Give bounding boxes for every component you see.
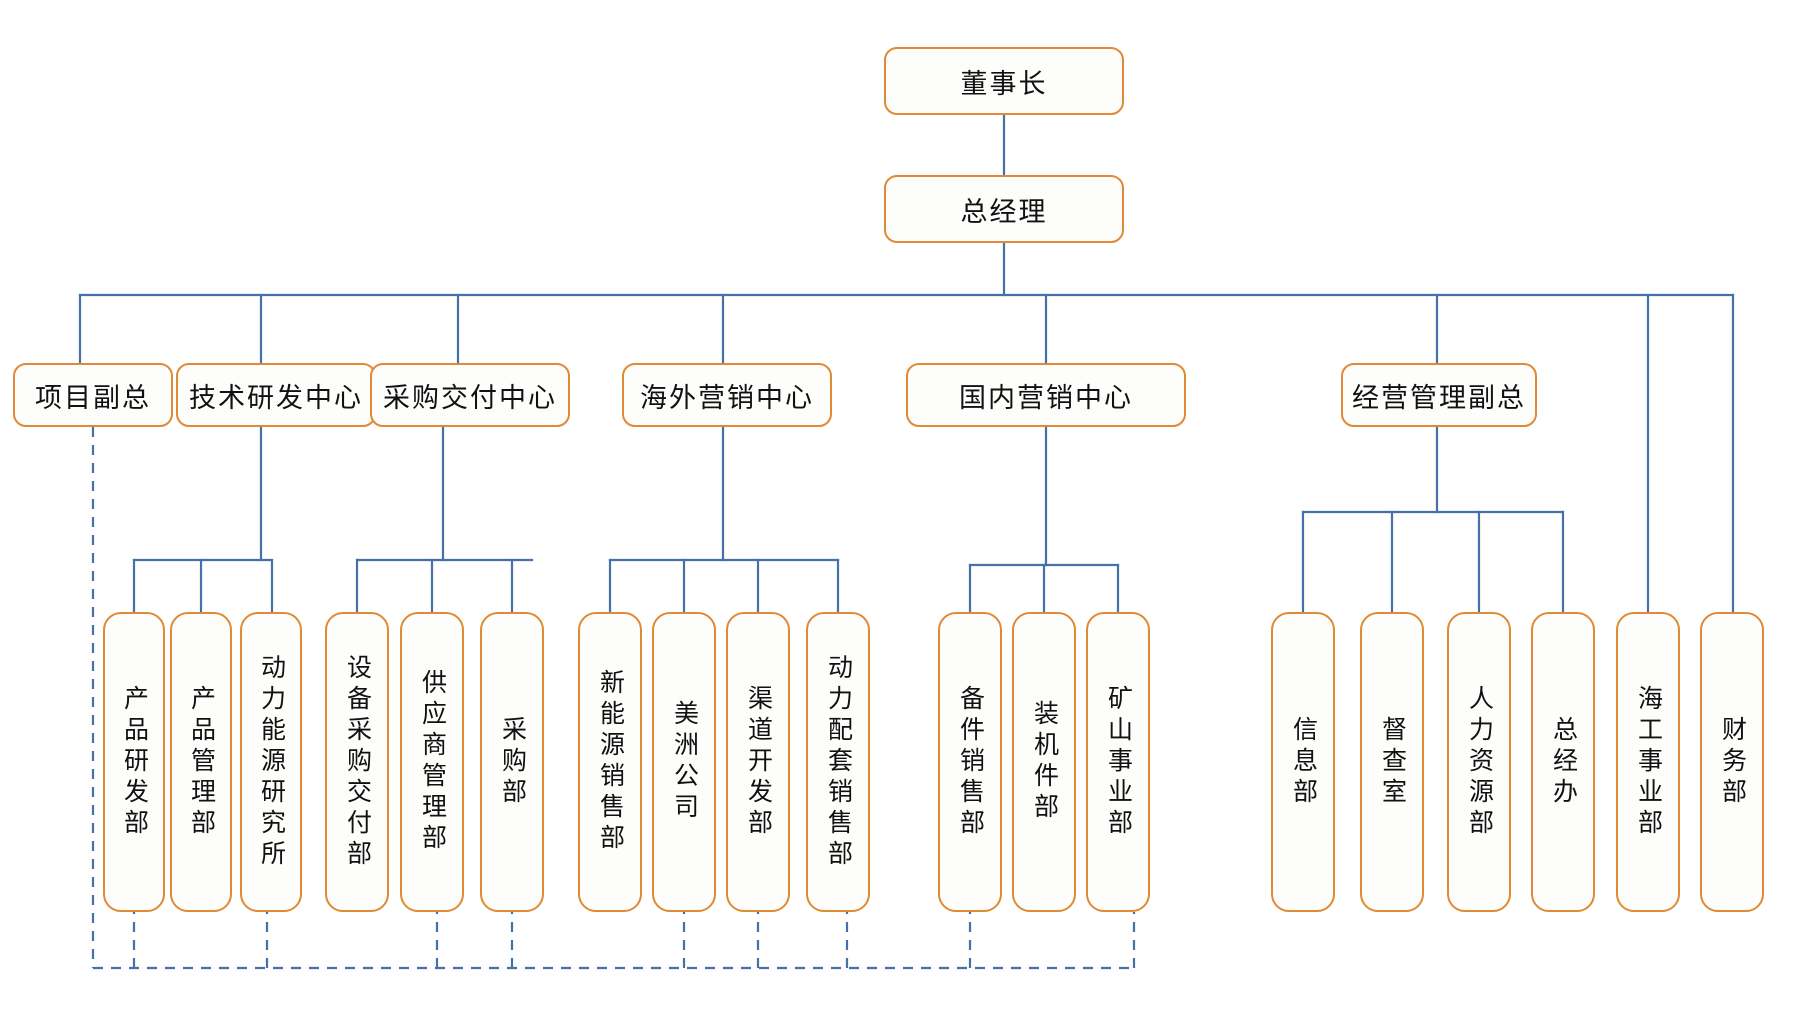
node-label: 采购交付中心 [383,382,557,413]
node-general-manager[interactable]: 总经理 [884,175,1124,243]
node-mining-division[interactable]: 矿山事业部 [1086,612,1150,912]
node-label: 产品管理部 [187,684,216,840]
node-supplier-management-dept[interactable]: 供应商管理部 [400,612,464,912]
node-label: 海工事业部 [1634,684,1663,840]
node-equipment-purchase-delivery-dept[interactable]: 设备采购交付部 [325,612,389,912]
node-label: 董事长 [960,68,1048,99]
node-label: 设备采购交付部 [343,653,372,871]
node-label: 产品研发部 [120,684,149,840]
node-new-energy-sales-dept[interactable]: 新能源销售部 [578,612,642,912]
node-project-vp[interactable]: 项目副总 [13,363,173,427]
node-label: 技术研发中心 [189,382,363,413]
node-product-rd-dept[interactable]: 产品研发部 [103,612,165,912]
node-rd-center[interactable]: 技术研发中心 [176,363,376,427]
node-human-resources-dept[interactable]: 人力资源部 [1447,612,1511,912]
node-spare-parts-sales-dept[interactable]: 备件销售部 [938,612,1002,912]
node-label: 供应商管理部 [418,669,447,855]
node-label: 项目副总 [35,382,151,413]
node-overseas-marketing-center[interactable]: 海外营销中心 [622,363,832,427]
node-label: 财务部 [1718,715,1747,809]
node-label: 国内营销中心 [959,382,1133,413]
node-power-matching-sales-dept[interactable]: 动力配套销售部 [806,612,870,912]
node-label: 备件销售部 [956,684,985,840]
node-finance-dept[interactable]: 财务部 [1700,612,1764,912]
node-information-dept[interactable]: 信息部 [1271,612,1335,912]
node-chairman[interactable]: 董事长 [884,47,1124,115]
node-purchase-delivery-center[interactable]: 采购交付中心 [370,363,570,427]
node-label: 总经办 [1549,715,1578,809]
node-label: 海外营销中心 [640,382,814,413]
node-gm-office[interactable]: 总经办 [1531,612,1595,912]
node-label: 人力资源部 [1465,684,1494,840]
node-americas-company[interactable]: 美洲公司 [652,612,716,912]
node-label: 矿山事业部 [1104,684,1133,840]
node-label: 新能源销售部 [596,669,625,855]
node-purchase-dept[interactable]: 采购部 [480,612,544,912]
node-inspection-office[interactable]: 督查室 [1360,612,1424,912]
node-domestic-marketing-center[interactable]: 国内营销中心 [906,363,1186,427]
node-label: 采购部 [498,715,527,809]
node-label: 美洲公司 [670,700,699,824]
node-label: 总经理 [960,196,1048,227]
node-label: 渠道开发部 [744,684,773,840]
node-label: 信息部 [1289,715,1318,809]
node-assembly-parts-dept[interactable]: 装机件部 [1012,612,1076,912]
node-operations-vp[interactable]: 经营管理副总 [1341,363,1537,427]
node-power-energy-institute[interactable]: 动力能源研究所 [240,612,302,912]
node-label: 装机件部 [1030,700,1059,824]
node-channel-development-dept[interactable]: 渠道开发部 [726,612,790,912]
node-label: 动力能源研究所 [257,653,286,871]
node-label: 督查室 [1378,715,1407,809]
node-product-management-dept[interactable]: 产品管理部 [170,612,232,912]
node-label: 经营管理副总 [1352,382,1526,413]
node-offshore-engineering-division[interactable]: 海工事业部 [1616,612,1680,912]
node-label: 动力配套销售部 [824,653,853,871]
